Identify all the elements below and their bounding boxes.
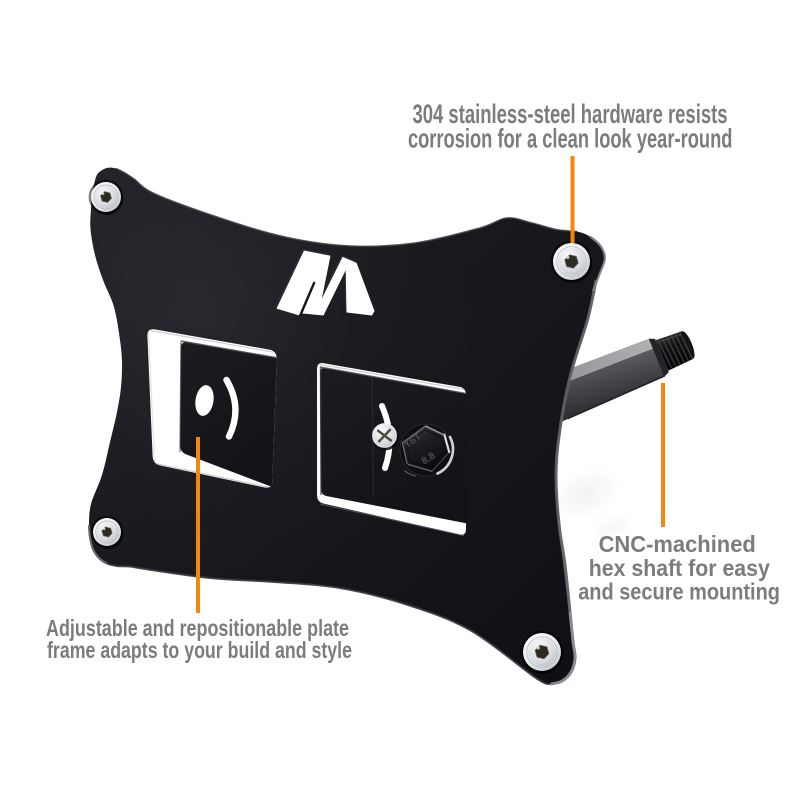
slot-screw [372, 423, 399, 451]
logo-slit [298, 281, 316, 317]
corner-screw-bottom-left [90, 515, 124, 550]
bracket-slot-left [223, 376, 239, 440]
callout-shaft-line-1: CNC-machined [599, 531, 756, 557]
plate-edge-bottom-left-corner [88, 524, 108, 565]
callout-frame-line-1: Adjustable and repositionable plate [46, 615, 349, 641]
washer-reflection-lower [404, 470, 417, 477]
screw-ring-edge [95, 520, 119, 544]
bolt-head-inner-edge [405, 429, 447, 469]
slot-screw-rim [372, 423, 397, 448]
callout-frame: Adjustable and repositionable plate fram… [46, 615, 352, 663]
bracket-left [179, 340, 277, 488]
hex-bolt: YST 8.8 [399, 423, 455, 477]
bolt-glint-right [443, 433, 451, 454]
callout-hardware-line-1: 304 stainless-steel hardware resists [413, 99, 728, 129]
screw-socket-glint [102, 527, 106, 531]
screw-ring-edge [93, 184, 119, 210]
screw-socket-glint [566, 255, 570, 260]
screw-socket-edge [99, 190, 113, 204]
thread-highlight [657, 333, 682, 344]
plate-edge-top-right-corner [589, 235, 606, 292]
callout-shaft-line-2: hex shaft for easy [589, 555, 770, 581]
floor-reflection-2 [587, 511, 637, 543]
bracket-right-top-edge [319, 366, 466, 397]
floor-reflection [546, 462, 626, 526]
cutout-right-top-edge [319, 363, 465, 391]
screw-socket-glint [536, 646, 540, 650]
screw-ring-edge [526, 636, 558, 668]
bracket-left-left-edge [179, 341, 182, 453]
callout-frame-line-2: frame adapts to your build and style [47, 637, 352, 663]
leader-lines [196, 156, 665, 613]
screw-socket-edge [564, 254, 579, 269]
washer-highlight [436, 435, 455, 475]
hex-shaft-shoulder [648, 338, 669, 377]
thread-tip-end [681, 331, 695, 359]
hex-shaft [539, 331, 695, 424]
callout-shaft-line-3: and secure mounting [578, 578, 780, 604]
cutout-left-left-edge [147, 330, 156, 462]
logo-letter-m [276, 250, 375, 316]
bracket-right: YST 8.8 [319, 366, 466, 526]
bracket-hole [195, 385, 214, 416]
bolt-glint-bottom [407, 463, 433, 472]
screw-ring-edge [556, 246, 587, 277]
bracket-left-top-edge [180, 340, 277, 361]
screw-socket-edge [101, 526, 113, 538]
corner-screw-top-left [88, 179, 124, 216]
slot-screw-cross [376, 428, 393, 443]
callout-hardware-line-2: corrosion for a clean look year-round [408, 124, 733, 154]
screw-socket-glint [101, 192, 105, 196]
corner-screw-top-right [550, 240, 593, 284]
callout-hardware: 304 stainless-steel hardware resists cor… [408, 99, 733, 154]
mishimoto-logo [275, 248, 375, 317]
screw-socket-edge [534, 644, 550, 660]
thread-ridges [657, 331, 694, 368]
bracket-right-left-edge [319, 367, 322, 496]
plate-edge-bottom-right-corner [550, 611, 577, 686]
corner-screw-bottom-right [520, 630, 564, 675]
cutout-left-bottom-edge [154, 462, 271, 489]
hex-shaft-side-facet [543, 348, 665, 424]
plate-edge-top [115, 167, 578, 248]
hex-shaft-bottom-edge [567, 375, 666, 420]
callout-shaft: CNC-machined hex shaft for easy and secu… [578, 531, 780, 605]
cutout-right-bottom-edge [319, 503, 465, 537]
cutout-left-top-edge [150, 329, 274, 353]
bolt-glint-top [425, 425, 445, 436]
bolt-head-top-highlight [401, 425, 426, 464]
